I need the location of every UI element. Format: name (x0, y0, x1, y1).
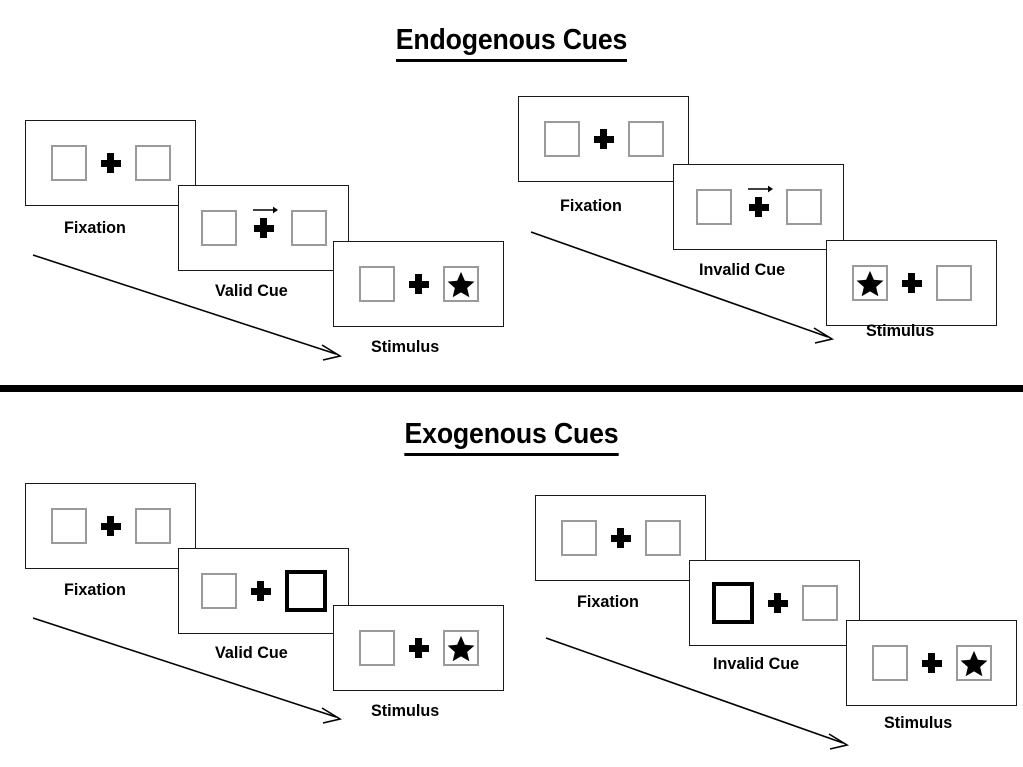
placeholder-box-left (200, 210, 237, 246)
placeholder-box-left (358, 630, 395, 666)
trial-frame-endo-valid-fixation (25, 120, 196, 206)
fixation-cross-icon (408, 274, 429, 294)
star-icon (856, 270, 883, 296)
placeholder-box-right (644, 520, 681, 556)
fixation-cross-icon (408, 638, 429, 658)
stage-label-endo-invalid-cue: Invalid Cue (699, 260, 786, 279)
section-title-endogenous-text: Endogenous Cues (395, 24, 627, 62)
stage-label-endo-valid-stimulus: Stimulus (371, 337, 440, 356)
star-icon (960, 650, 987, 676)
trial-frame-endo-invalid-fixation (518, 96, 689, 182)
trial-frame-endo-invalid-cue (673, 164, 844, 250)
section-title-endogenous: Endogenous Cues (41, 24, 982, 62)
trial-frame-endo-valid-cue (178, 185, 349, 271)
arrow-right-icon (747, 185, 773, 193)
section-divider (0, 385, 1023, 392)
stage-label-exo-invalid-cue: Invalid Cue (713, 654, 800, 673)
central-arrow-cue (746, 185, 773, 217)
trial-frame-exo-valid-stimulus (333, 605, 504, 691)
fixation-cross-icon (250, 581, 271, 601)
trial-frame-exo-invalid-fixation (535, 495, 706, 581)
section-title-exogenous: Exogenous Cues (41, 418, 982, 456)
fixation-cross-icon (610, 528, 631, 548)
placeholder-box-left (358, 266, 395, 302)
stage-label-exo-valid-fixation: Fixation (64, 580, 126, 599)
stage-label-endo-invalid-stimulus: Stimulus (866, 321, 935, 340)
target-box-right (442, 630, 479, 666)
star-icon (447, 271, 474, 297)
trial-frame-endo-valid-stimulus (333, 241, 504, 327)
placeholder-box-right (134, 508, 171, 544)
central-arrow-cue (251, 206, 278, 238)
placeholder-box-left (543, 121, 580, 157)
stage-label-endo-invalid-fixation: Fixation (560, 196, 622, 215)
stage-label-exo-valid-cue: Valid Cue (215, 643, 288, 662)
target-box-right (955, 645, 992, 681)
fixation-cross-icon (253, 218, 274, 238)
trial-frame-exo-invalid-stimulus (846, 620, 1017, 706)
placeholder-box-right (785, 189, 822, 225)
placeholder-box-right (627, 121, 664, 157)
cued-box-left (711, 582, 754, 624)
star-icon (447, 635, 474, 661)
fixation-cross-icon (748, 197, 769, 217)
placeholder-box-left (695, 189, 732, 225)
fixation-cross-icon (593, 129, 614, 149)
stage-label-exo-invalid-fixation: Fixation (577, 592, 639, 611)
placeholder-box-left (560, 520, 597, 556)
target-box-right (442, 266, 479, 302)
stage-label-endo-valid-fixation: Fixation (64, 218, 126, 237)
trial-frame-exo-valid-fixation (25, 483, 196, 569)
placeholder-box-right (801, 585, 838, 621)
stage-label-endo-valid-cue: Valid Cue (215, 281, 288, 300)
arrow-right-icon (252, 206, 278, 214)
fixation-cross-icon (901, 273, 922, 293)
fixation-cross-icon (100, 153, 121, 173)
stage-label-exo-valid-stimulus: Stimulus (371, 701, 440, 720)
fixation-cross-icon (921, 653, 942, 673)
fixation-cross-icon (100, 516, 121, 536)
section-title-exogenous-text: Exogenous Cues (404, 418, 619, 456)
trial-frame-exo-invalid-cue (689, 560, 860, 646)
cued-box-right (284, 570, 327, 612)
stage-label-exo-invalid-stimulus: Stimulus (884, 713, 953, 732)
placeholder-box-left (200, 573, 237, 609)
target-box-left (851, 265, 888, 301)
trial-frame-exo-valid-cue (178, 548, 349, 634)
placeholder-box-left (871, 645, 908, 681)
placeholder-box-left (50, 145, 87, 181)
placeholder-box-left (50, 508, 87, 544)
placeholder-box-right (935, 265, 972, 301)
placeholder-box-right (134, 145, 171, 181)
placeholder-box-right (290, 210, 327, 246)
trial-frame-endo-invalid-stimulus (826, 240, 997, 326)
fixation-cross-icon (767, 593, 788, 613)
